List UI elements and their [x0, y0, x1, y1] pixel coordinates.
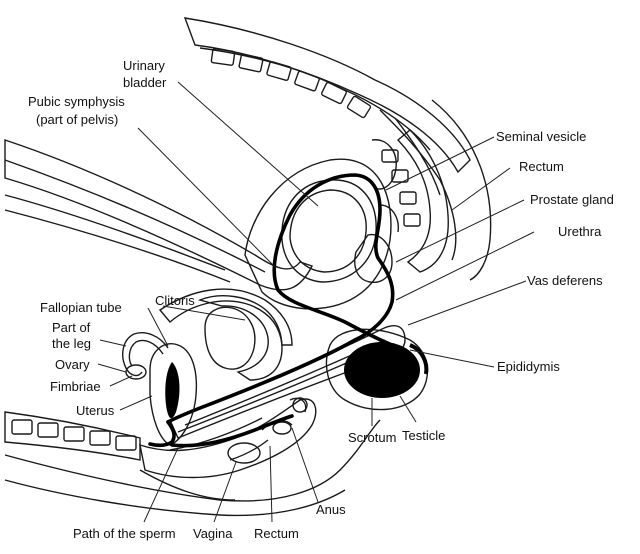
label-epididymis: Epididymis [497, 359, 560, 374]
male-sperm-path [166, 173, 395, 424]
label-fimbriae: Fimbriae [50, 379, 101, 394]
label-prostate-gland: Prostate gland [530, 192, 614, 207]
label-part-of-leg-2: the leg [52, 336, 91, 351]
label-vas-deferens: Vas deferens [527, 273, 603, 288]
label-part-of-leg-1: Part of [52, 320, 91, 335]
label-clitoris: Clitoris [155, 293, 195, 308]
label-vagina: Vagina [193, 526, 233, 541]
leader-lines [97, 81, 535, 523]
fallopian-tube [122, 332, 169, 380]
label-rectum-bottom: Rectum [254, 526, 299, 541]
label-rectum-top: Rectum [519, 159, 564, 174]
male-spine [183, 17, 471, 261]
label-seminal-vesicle: Seminal vesicle [496, 129, 586, 144]
labels: Urinary bladder Pubic symphysis (part of… [28, 58, 614, 541]
male-body-outline [4, 139, 313, 291]
label-pubic-symphysis-2: (part of pelvis) [36, 112, 118, 127]
testicle-shape [344, 342, 420, 398]
male-back-skin [431, 99, 492, 281]
label-urinary-bladder-1: Urinary [123, 58, 165, 73]
female-sperm-path [148, 420, 176, 448]
label-urethra: Urethra [558, 224, 602, 239]
label-scrotum: Scrotum [348, 430, 396, 445]
label-fallopian-tube: Fallopian tube [40, 300, 122, 315]
label-anus: Anus [316, 502, 346, 517]
male-rectum [396, 129, 449, 273]
testicle-group [325, 328, 429, 411]
female-thigh [4, 419, 381, 517]
label-testicle: Testicle [402, 428, 445, 443]
label-pubic-symphysis-1: Pubic symphysis [28, 94, 125, 109]
label-urinary-bladder-2: bladder [123, 75, 167, 90]
label-uterus: Uterus [76, 403, 115, 418]
label-path-of-sperm: Path of the sperm [73, 526, 176, 541]
label-ovary: Ovary [55, 357, 90, 372]
female-spine [4, 411, 141, 461]
female-perineum [139, 397, 317, 479]
prostate-region [354, 139, 399, 283]
male-pelvic-region [244, 158, 392, 310]
female-vaginal-path [170, 414, 294, 448]
female-body-outline [158, 288, 293, 381]
